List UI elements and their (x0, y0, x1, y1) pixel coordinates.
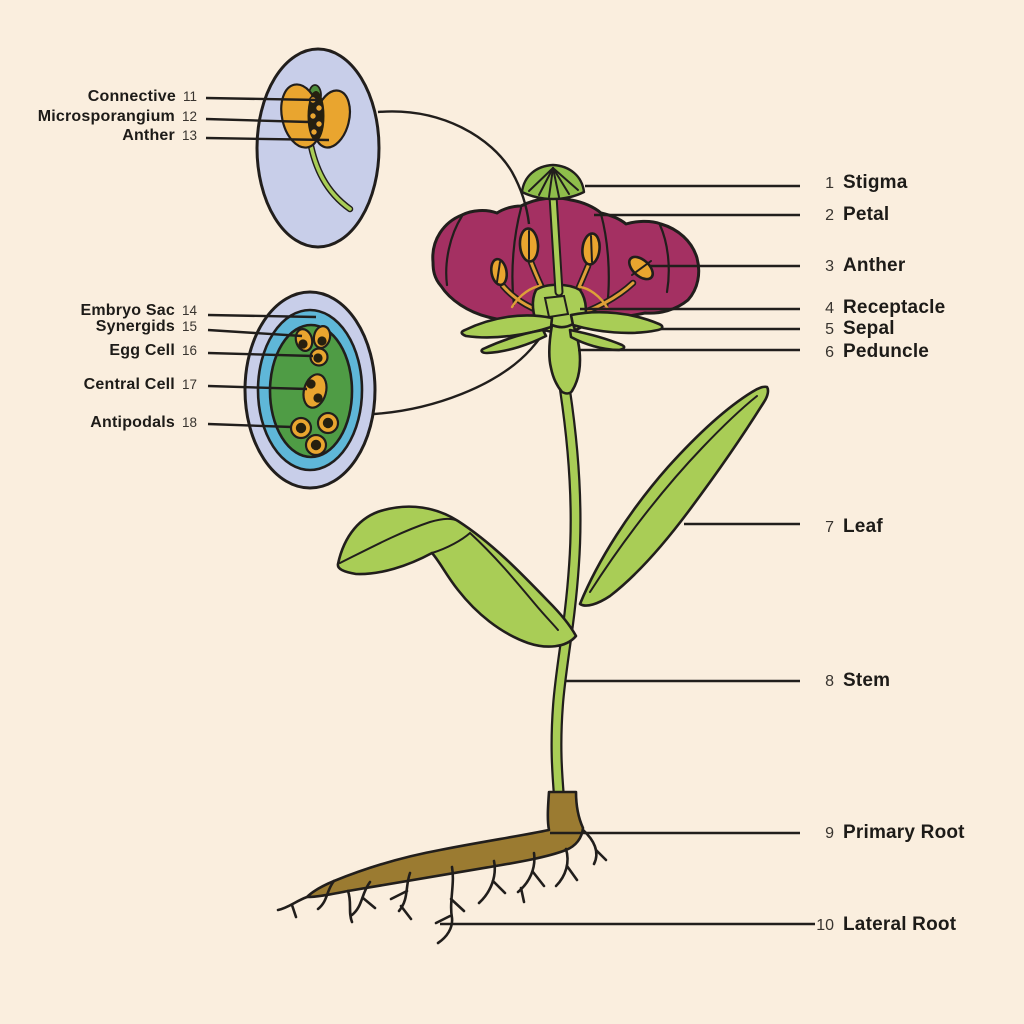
sepals (460, 310, 664, 355)
label-text: Embryo Sac (80, 302, 175, 319)
leader-line-anther-inset (205, 136, 330, 142)
leader-line-embryo-sac (207, 313, 317, 319)
leader-line-central-cell (207, 384, 308, 391)
label-number: 16 (181, 343, 197, 358)
lateral-roots (276, 828, 608, 945)
filament (308, 139, 352, 211)
label-petal: 2 Petal (812, 204, 889, 226)
label-number: 3 (825, 258, 834, 275)
label-number: 4 (825, 300, 834, 317)
label-number: 17 (181, 377, 197, 392)
label-receptacle: 4 Receptacle (812, 297, 945, 319)
nectary-arc-right (578, 285, 610, 311)
plant-leader-lines (440, 184, 815, 926)
stamens (489, 227, 655, 322)
label-stem: 8 Stem (812, 670, 890, 692)
label-egg-cell: Egg Cell 16 (109, 342, 197, 360)
leader-line-connective (205, 96, 319, 102)
label-text: Egg Cell (109, 342, 175, 359)
egg-cell (309, 347, 329, 367)
label-number: 1 (825, 175, 834, 192)
label-text: Central Cell (83, 376, 175, 393)
embryo-sac-inset (207, 290, 377, 490)
roots (276, 790, 608, 945)
leaf-fold-line (339, 517, 459, 564)
leaf-midrib (589, 395, 758, 593)
label-number: 18 (181, 415, 197, 430)
stigma (520, 163, 586, 201)
label-antipodals: Antipodals 18 (90, 414, 197, 432)
label-number: 12 (181, 109, 197, 124)
label-number: 6 (825, 344, 834, 361)
leader-line-microsporangium (205, 117, 310, 124)
label-text: Connective (87, 88, 176, 105)
label-text: Primary Root (843, 822, 965, 843)
label-microsporangium: Microsporangium 12 (38, 108, 197, 126)
label-text: Stigma (843, 172, 908, 193)
nectary-arc-left (510, 284, 542, 309)
label-leaf: 7 Leaf (812, 516, 883, 538)
label-synergids: Synergids 15 (96, 318, 197, 336)
label-text: Leaf (843, 516, 883, 537)
label-number: 7 (825, 519, 834, 536)
leaf-crease-line (431, 531, 559, 631)
label-text: Receptacle (843, 297, 946, 318)
label-anther: 3 Anther (812, 255, 905, 277)
label-number: 11 (182, 89, 197, 104)
label-lateral-root: 10 Lateral Root (812, 914, 956, 936)
pistil (520, 163, 586, 297)
leaf-left (336, 505, 578, 648)
label-embryo-sac: Embryo Sac 14 (80, 302, 197, 320)
label-text: Antipodals (90, 414, 175, 431)
label-text: Anther (122, 127, 175, 144)
leader-line-egg-cell (207, 351, 314, 358)
petal-fold-left (445, 214, 464, 287)
label-number: 2 (825, 207, 834, 224)
label-text: Lateral Root (843, 914, 957, 935)
label-primary-root: 9 Primary Root (812, 822, 965, 844)
label-number: 10 (816, 917, 834, 934)
petal-fold-right (658, 223, 670, 294)
label-text: Synergids (95, 318, 175, 335)
flower (373, 110, 701, 416)
label-sepal: 5 Sepal (812, 318, 895, 340)
label-connective: Connective 11 (88, 88, 197, 106)
stem (550, 384, 582, 803)
anther-inset-circle (255, 47, 381, 249)
label-number: 15 (181, 319, 197, 334)
label-peduncle: 6 Peduncle (812, 341, 929, 363)
label-number: 13 (181, 128, 197, 143)
label-text: Sepal (843, 318, 895, 339)
leader-line-antipodals (207, 422, 293, 429)
label-number: 9 (825, 825, 834, 842)
label-text: Peduncle (843, 341, 930, 362)
leaf-right (578, 385, 770, 607)
label-text: Anther (843, 255, 906, 276)
leader-line-synergids (207, 328, 303, 338)
label-number: 5 (825, 321, 834, 338)
ovule-outline (543, 294, 570, 319)
label-text: Stem (843, 670, 891, 691)
anther-inset (205, 47, 381, 249)
stigma-ribs (528, 167, 579, 198)
label-anther-inset: Anther 13 (122, 127, 197, 145)
label-text: Microsporangium (37, 108, 175, 125)
label-number: 14 (181, 303, 197, 318)
synergids (294, 325, 332, 352)
label-text: Petal (843, 204, 890, 225)
label-number: 8 (825, 673, 834, 690)
inset-connector-anther (377, 110, 531, 225)
label-central-cell: Central Cell 17 (84, 376, 197, 394)
label-stigma: 1 Stigma (812, 172, 908, 194)
